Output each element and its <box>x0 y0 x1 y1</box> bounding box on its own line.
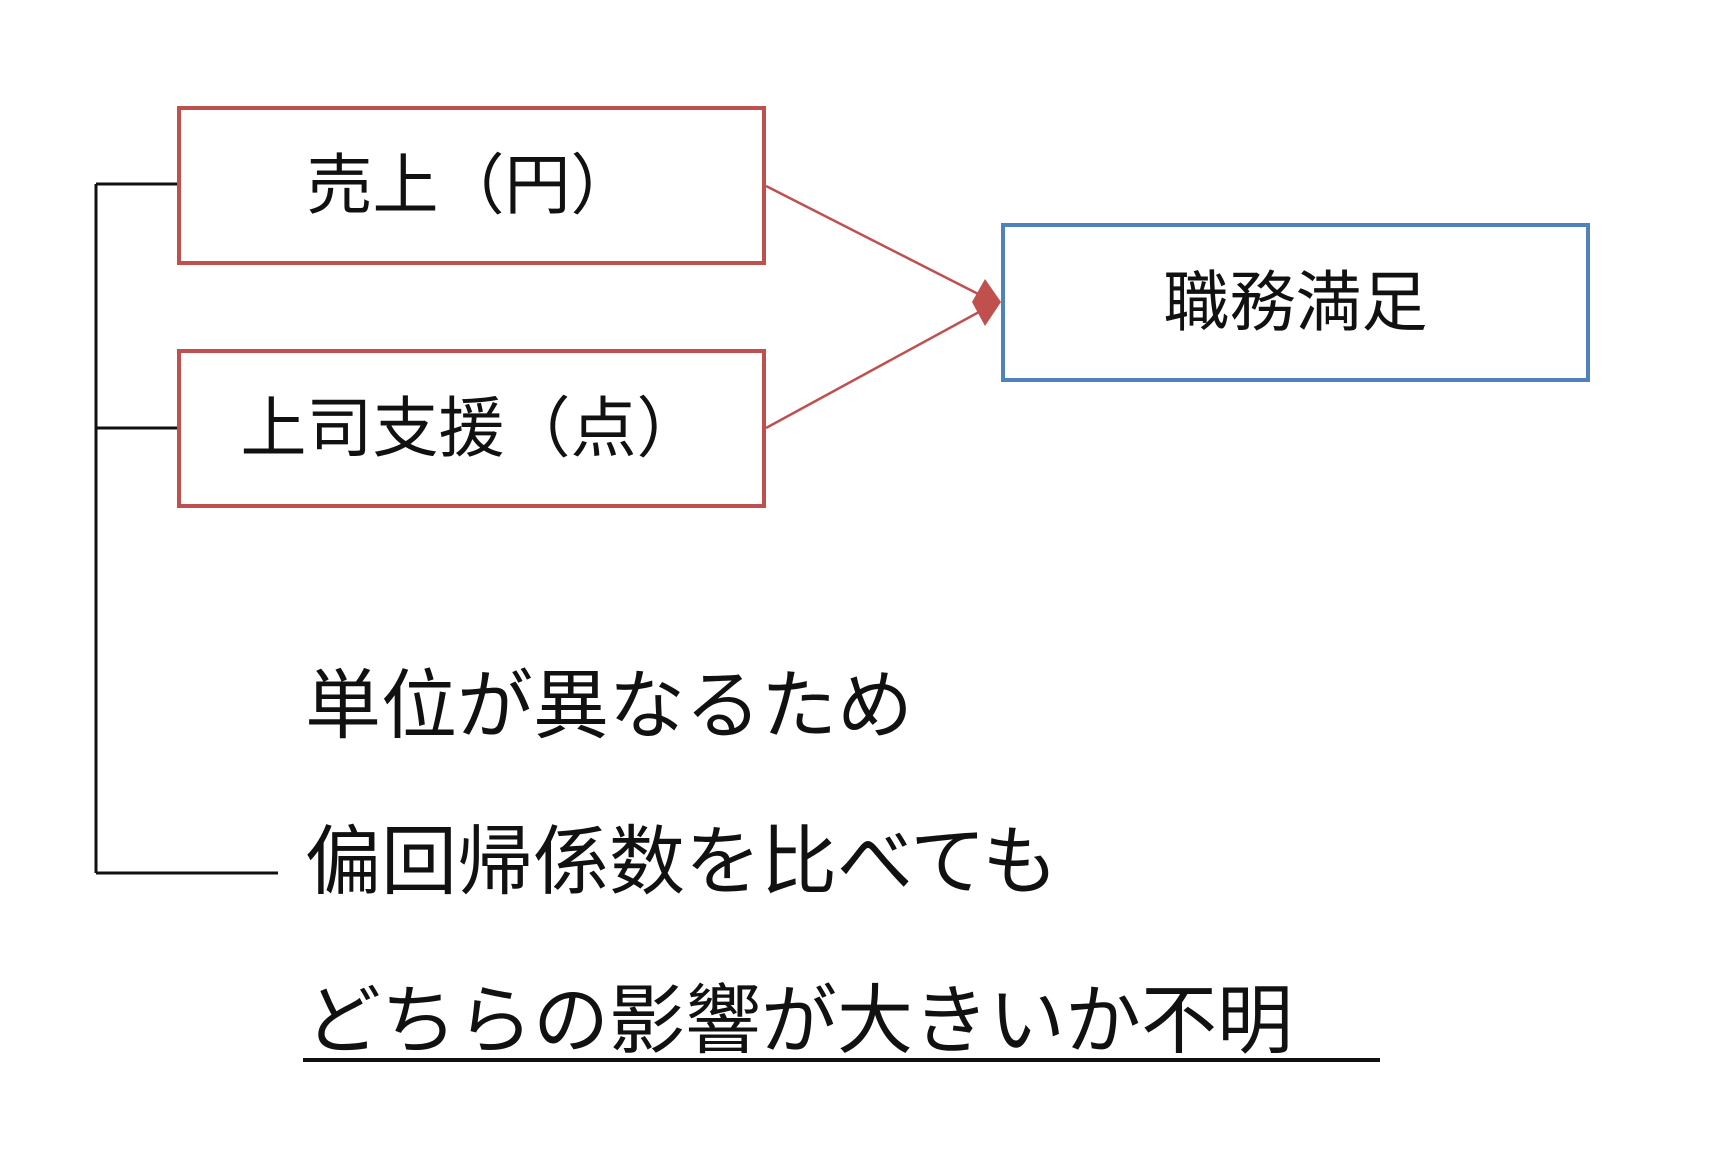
arrows <box>765 184 1001 430</box>
note-line-3-underline <box>303 1058 1380 1062</box>
arrowhead <box>972 279 1001 326</box>
arrow-support-line <box>765 304 991 430</box>
bracket <box>94 182 278 875</box>
note-line-2: 偏回帰係数を比べても <box>305 817 1059 906</box>
sales-box: 売上（円） <box>177 106 766 265</box>
note-line-3: どちらの影響が大きいか不明 <box>305 976 1293 1065</box>
arrow-sales-line <box>765 184 991 302</box>
supervisor-support-label: 上司支援（点） <box>240 389 703 467</box>
job-satisfaction-label: 職務満足 <box>1163 263 1428 341</box>
job-satisfaction-box: 職務満足 <box>1001 223 1590 382</box>
note-line-1: 単位が異なるため <box>305 661 913 750</box>
sales-label: 売上（円） <box>306 146 637 224</box>
supervisor-support-box: 上司支援（点） <box>177 349 766 508</box>
